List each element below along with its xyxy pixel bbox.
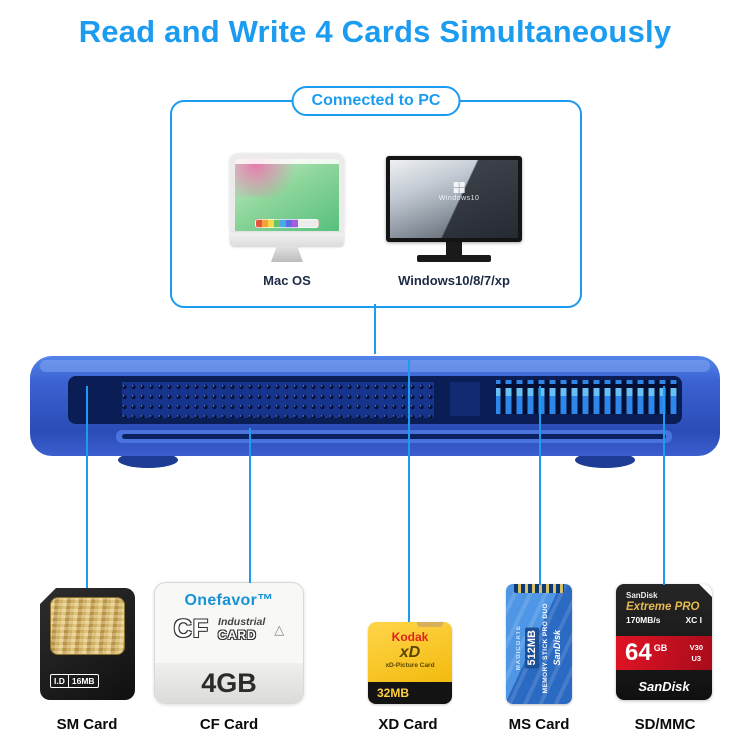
recycle-triangle-icon [274,623,284,636]
sm-card-label: SM Card [56,716,118,733]
connector-device-to-sm-card [86,386,88,588]
ms-magicgate-text: MAGICGATE [516,625,522,671]
connector-device-to-cf-card [249,428,251,583]
sm-card-capacity: 16MB [71,676,95,686]
windows-screen-center: Windows10 [438,181,480,202]
sm-card-id-text: I.D [51,675,69,687]
xd-card: Kodak xD xD-Picture Card 32MB [368,622,452,704]
sd-card-corner-notch [698,584,712,598]
xd-capacity-band: 32MB [368,682,452,704]
xd-card-capacity: 32MB [377,686,410,700]
ms-brand: SanDisk [552,630,562,666]
ms-product-name: MEMORY STICK PRO DUO [542,602,549,694]
windows-monitor-base [417,255,491,262]
cf-card-word: CARD [218,627,257,642]
xd-subtitle: xD-Picture Card [385,661,435,669]
xd-logo: xD [399,644,421,661]
connector-device-to-ms-card [539,386,541,585]
sd-card: SanDisk Extreme PRO 170MB/s XC I 64 GB V… [616,584,712,700]
windows-screen-text: Windows10 [438,194,480,202]
sm-card: I.D 16MB [39,587,135,700]
cf-card-brand: Onefavor™ [184,592,274,609]
windows-monitor-neck [446,242,462,255]
sm-card-id-box: I.D 16MB [50,674,99,688]
sd-card-label: SD/MMC [634,716,696,733]
cf-slot-pins [122,382,434,418]
ms-sd-slot-pins [496,380,678,414]
windows-monitor-frame: Windows10 [386,156,522,242]
ms-card-stripes [506,584,572,704]
cf-logo: CF [173,615,210,643]
xd-card-brand: Kodak [391,630,429,644]
device-top-highlight [40,360,710,372]
sd-video-class: V30 [689,643,703,652]
imac-menubar [235,159,339,164]
ms-card-capacity: 512MB [525,627,539,669]
windows-screen: Windows10 [390,160,518,238]
sd-capacity-band: 64 GB V30 U3 [616,636,712,670]
ms-card: MAGICGATE 512MB MEMORY STICK PRO DUO San… [506,584,572,704]
sd-capacity-unit: GB [653,643,668,653]
xd-card-contact-strip [417,622,443,627]
card-reader-device [30,352,720,470]
sd-bus-type: XC I [685,615,702,625]
imac-screen [230,154,344,231]
page-title: Read and Write 4 Cards Simultaneously [78,14,672,49]
sd-class-badges: V30 U3 [690,643,703,663]
sm-card-gold-contacts [50,597,125,655]
bottom-card-slot-opening [122,434,666,439]
connector-device-to-xd-card [408,360,410,622]
imac-chin [230,231,344,246]
ms-card-text-block: MAGICGATE 512MB MEMORY STICK PRO DUO San… [506,597,572,699]
sd-series-name: Extreme PRO [626,601,700,613]
imac-computer: Mac OS [230,154,344,288]
windows-computer: Windows10 Windows10/8/7/xp [386,156,522,288]
xd-card-label: XD Card [378,716,438,733]
connected-to-pc-label: Connected to PC [291,86,461,116]
connected-to-pc-box: Connected to PC Mac OS [170,86,582,308]
sd-spec-row: 170MB/s XC I [626,615,702,625]
ms-card-label: MS Card [508,716,570,733]
cf-card: Onefavor™ CF Industrial CARD 4GB [154,582,304,704]
card-reader-photo [30,356,720,468]
sd-brand-bottom: SanDisk [638,679,690,694]
sd-capacity-number: 64 [625,639,652,666]
cf-industrial-text: Industrial [218,616,266,629]
imac-dock-icon [255,219,319,228]
computers-row: Mac OS Windows10 Windows10/8/7/x [172,102,580,306]
mac-os-label: Mac OS [263,273,311,288]
connector-device-to-sd-card [663,386,665,585]
imac-wallpaper-blob [235,159,305,198]
connector-box-to-device [374,304,376,354]
imac-stand [271,246,303,262]
windows-version-label: Windows10/8/7/xp [398,273,510,288]
cf-card-logo-row: CF Industrial CARD [155,615,303,644]
cf-card-capacity: 4GB [155,663,303,703]
sd-speed: 170MB/s [626,615,661,625]
ms-card-connector-pins [514,584,564,593]
sd-uhs-class: U3 [691,654,702,663]
slot-divider [450,382,480,416]
cf-card-label: CF Card [199,716,259,733]
sd-brand-top: SanDisk [626,591,658,600]
windows-logo-icon [453,181,465,193]
